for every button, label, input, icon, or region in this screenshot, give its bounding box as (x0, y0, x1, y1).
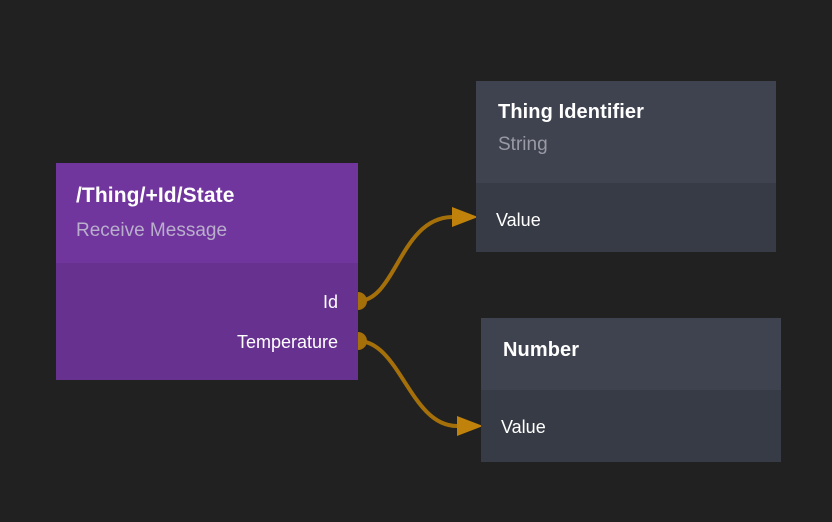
output-port-temperature[interactable]: Temperature (237, 332, 338, 352)
node-subtitle: String (498, 134, 548, 155)
node-number[interactable]: Number Value (481, 318, 781, 462)
node-header: /Thing/+Id/State Receive Message (56, 163, 358, 263)
input-port-value[interactable]: Value (501, 417, 546, 438)
wire-temperature-to-number[interactable] (356, 339, 459, 428)
node-body: Id Temperature (56, 263, 358, 380)
node-title: Number (503, 339, 580, 361)
node-header: Number (481, 318, 781, 390)
output-port-label: Id (322, 292, 338, 312)
node-title: Thing Identifier (498, 101, 645, 123)
node-receive-message[interactable]: /Thing/+Id/State Receive Message Id Temp… (56, 163, 358, 380)
output-port-label: Temperature (236, 332, 338, 352)
node-body: Value (476, 183, 776, 252)
arrowhead-thing-identifier (452, 207, 478, 227)
node-subtitle: Receive Message (76, 220, 228, 241)
node-title: /Thing/+Id/State (76, 184, 235, 207)
wire-id-to-thing-identifier[interactable] (356, 215, 454, 303)
output-port-id[interactable]: Id (323, 292, 338, 312)
input-port-value[interactable]: Value (496, 210, 541, 231)
input-port-label: Value (501, 417, 546, 437)
node-thing-identifier[interactable]: Thing Identifier String Value (476, 81, 776, 252)
arrowhead-number (457, 416, 483, 436)
input-port-label: Value (496, 210, 541, 230)
node-body: Value (481, 390, 781, 462)
node-header: Thing Identifier String (476, 81, 776, 183)
